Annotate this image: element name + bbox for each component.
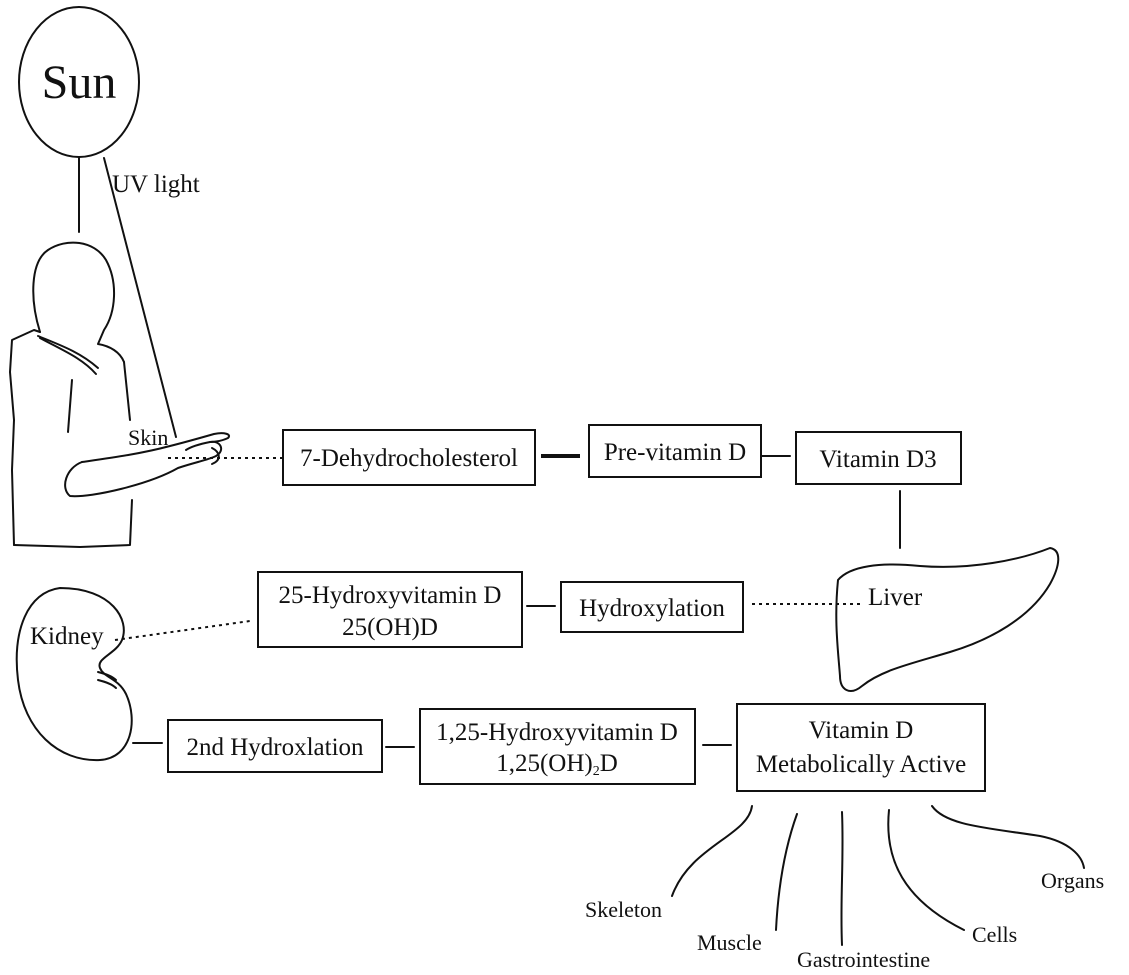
person-finger	[211, 447, 220, 465]
vitamin-d-active-line2: Metabolically Active	[756, 751, 966, 778]
7-dehydrocholesterol-label: 7-Dehydrocholesterol	[300, 445, 518, 472]
uv-light-label: UV light	[112, 171, 200, 198]
vitamin-d-active-rect	[736, 703, 986, 792]
kidney-hilum-1	[97, 671, 117, 681]
person-figure	[9, 241, 230, 548]
vitamin-d3-label: Vitamin D3	[819, 446, 936, 473]
skin-label: Skin	[128, 425, 168, 450]
line-to-gastrointestine	[840, 811, 844, 946]
line-to-skeleton	[671, 805, 753, 897]
person-bottom	[13, 499, 133, 548]
cells-label: Cells	[972, 922, 1017, 947]
skeleton-label: Skeleton	[585, 897, 662, 922]
line-to-organs	[931, 805, 1085, 869]
25ohd-to-kidney-dotted	[114, 620, 251, 641]
person-fold	[67, 379, 73, 433]
kidney-node: Kidney	[15, 587, 133, 762]
25-hydroxyvitamin-d-line1: 25-Hydroxyvitamin D	[279, 582, 502, 609]
25-hydroxyvitamin-d-rect	[257, 571, 523, 648]
125-dihydroxyvitamin-d-rect	[419, 708, 696, 785]
liver-node: Liver	[835, 547, 1060, 692]
hydroxylation-rect	[560, 581, 744, 633]
kidney-shape	[15, 587, 133, 762]
previtamin-d-label: Pre-vitamin D	[604, 439, 746, 466]
person-back	[9, 329, 41, 546]
125-dihydroxyvitamin-d-line2: 1,25(OH)2D	[496, 750, 618, 779]
person-shoulder	[123, 361, 131, 421]
vitamin-d3-box: Vitamin D3	[795, 431, 962, 485]
line-to-muscle	[775, 813, 798, 931]
2nd-hydroxylation-rect	[167, 719, 383, 773]
uv-ray-line	[103, 157, 177, 438]
hydroxylation-label: Hydroxylation	[579, 595, 725, 622]
previtamin-d-rect	[588, 424, 762, 478]
vitamin-d-active-box: Vitamin D Metabolically Active	[736, 703, 986, 792]
liver-shape	[835, 547, 1060, 692]
kidney-hilum-2	[97, 679, 117, 689]
previtamin-d-box: Pre-vitamin D	[588, 424, 762, 478]
7-dehydrocholesterol-rect	[282, 429, 536, 486]
125-dihydroxyvitamin-d-line1: 1,25-Hydroxyvitamin D	[436, 719, 678, 746]
2nd-hydroxylation-box: 2nd Hydroxlation	[167, 719, 383, 773]
person-collar	[37, 335, 99, 369]
person-head	[32, 241, 125, 363]
line-to-cells	[887, 809, 965, 931]
2nd-hydroxylation-label: 2nd Hydroxlation	[186, 734, 364, 761]
gastrointestine-label: Gastrointestine	[797, 947, 930, 972]
sun-label: Sun	[42, 56, 117, 109]
organs-label: Organs	[1041, 868, 1104, 893]
person-hand	[81, 432, 230, 463]
vitamin-d3-rect	[795, 431, 962, 485]
25-hydroxyvitamin-d-line2: 25(OH)D	[342, 614, 438, 641]
hydroxylation-box: Hydroxylation	[560, 581, 744, 633]
7-dehydrocholesterol-box: 7-Dehydrocholesterol	[282, 429, 536, 486]
125-dihydroxyvitamin-d-box: 1,25-Hydroxyvitamin D 1,25(OH)2D	[419, 708, 696, 785]
sun-node: Sun	[18, 6, 140, 158]
muscle-label: Muscle	[697, 930, 762, 955]
person-collar-2	[39, 337, 97, 375]
vitamin-d-active-line1: Vitamin D	[809, 717, 914, 744]
liver-label: Liver	[868, 584, 923, 611]
25-hydroxyvitamin-d-box: 25-Hydroxyvitamin D 25(OH)D	[257, 571, 523, 648]
kidney-label: Kidney	[30, 623, 104, 650]
